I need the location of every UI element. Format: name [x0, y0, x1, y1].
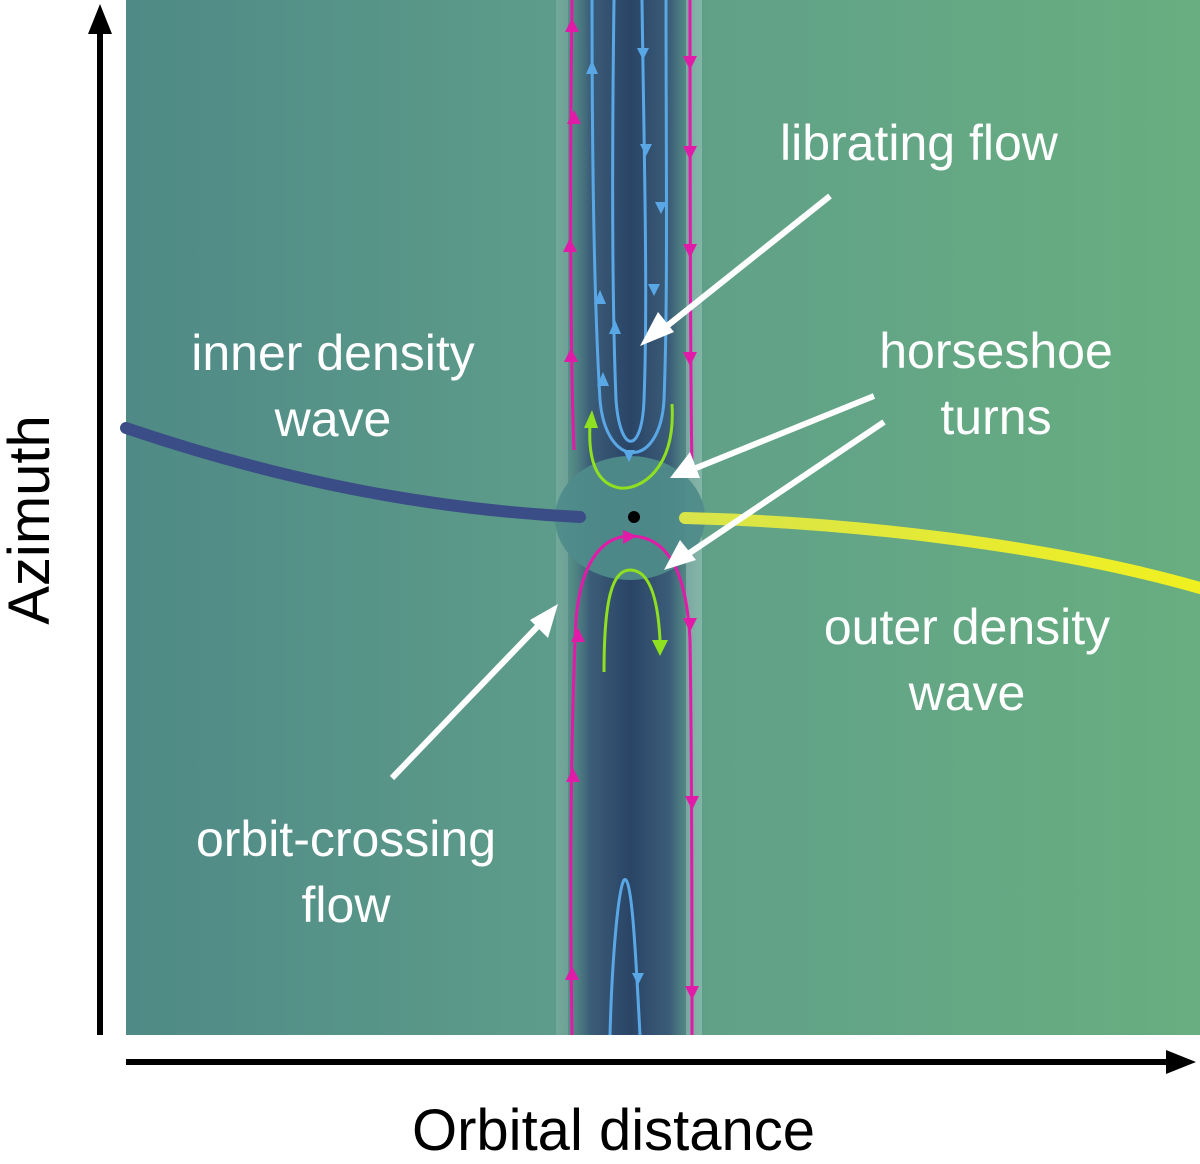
- x-axis-label: Orbital distance: [412, 1098, 815, 1163]
- y-axis-arrowhead: [88, 4, 112, 34]
- inner-density-wave: [120, 422, 586, 523]
- librating-arrows-up: [586, 60, 621, 386]
- arrow-orbit-crossing-head: [530, 604, 558, 638]
- outer-density-wave-label: outer density wave: [784, 594, 1150, 726]
- arrow-horseshoe-upper: [694, 393, 876, 471]
- arrow-horseshoe-lower: [686, 419, 886, 557]
- horseshoe-arrows-upper: [563, 18, 697, 366]
- outer-label-line1: outer density: [823, 599, 1111, 655]
- orbit-label-line1: orbit-crossing: [195, 811, 497, 867]
- outer-label-line2: wave: [908, 665, 1026, 721]
- orbit-crossing-flow-label: orbit-crossing flow: [150, 806, 542, 938]
- librating-flow-label: librating flow: [780, 115, 1058, 171]
- planet-dot: [628, 511, 640, 523]
- arrow-orbit-crossing: [389, 621, 543, 781]
- turn-arrow-upper: [588, 403, 674, 490]
- annotation-arrows: [389, 193, 886, 781]
- turn-arrow-upper-head: [584, 410, 598, 428]
- inner-label-line2: wave: [274, 391, 392, 447]
- outer-density-wave: [679, 512, 1200, 594]
- librating-arrow-lower: [632, 973, 644, 985]
- horseshoe-turns-label: horseshoe turns: [846, 318, 1146, 450]
- arrow-horseshoe-upper-head: [670, 452, 700, 478]
- librating-arrows-down: [623, 48, 667, 462]
- librating-streamline-inner: [611, 0, 648, 443]
- turn-arrow-lower-head: [652, 640, 668, 656]
- horseshoe-label-line2: turns: [940, 389, 1052, 445]
- arrow-librating: [660, 193, 832, 333]
- orbit-label-line2: flow: [301, 877, 391, 933]
- inner-density-wave-label: inner density wave: [150, 320, 516, 452]
- y-axis-label-text: Azimuth: [0, 415, 62, 625]
- x-axis-arrowhead: [1166, 1050, 1196, 1074]
- arrow-librating-head: [640, 312, 674, 346]
- horseshoe-arrows-lower: [565, 530, 699, 1000]
- horseshoe-label-line1: horseshoe: [879, 323, 1113, 379]
- turn-arrow-lower: [602, 568, 662, 673]
- inner-label-line1: inner density: [191, 325, 475, 381]
- arrow-horseshoe-lower-head: [664, 540, 696, 570]
- librating-streamline-lower: [608, 878, 642, 1036]
